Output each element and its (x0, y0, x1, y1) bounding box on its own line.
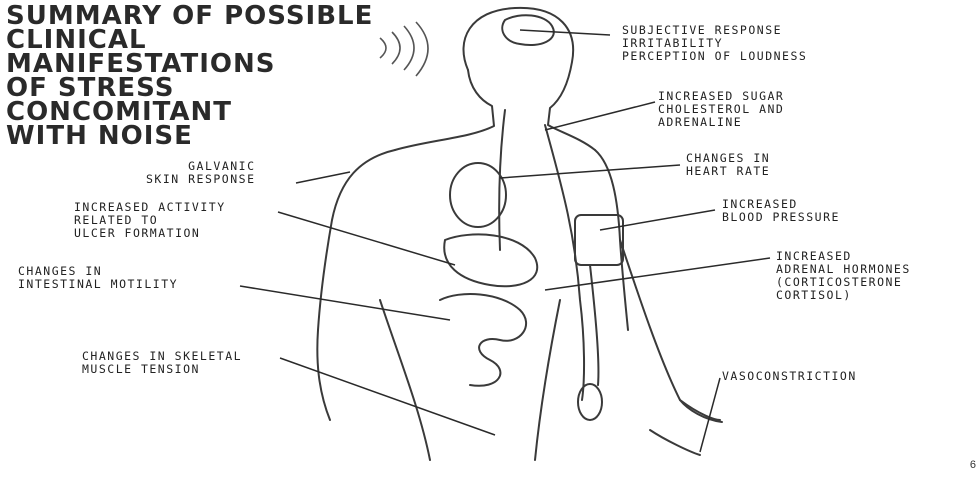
label-line: PERCEPTION OF LOUDNESS (622, 50, 807, 63)
label-heart-rate: CHANGES IN HEART RATE (686, 152, 770, 178)
label-increased-sugar: INCREASED SUGAR CHOLESTEROL AND ADRENALI… (658, 90, 784, 129)
label-line: SKIN RESPONSE (146, 173, 256, 186)
label-line: CORTISOL) (776, 289, 911, 302)
title-line: WITH NOISE (6, 124, 373, 148)
face-outline (395, 70, 494, 150)
blood-vessels (499, 110, 584, 400)
label-line: ADRENALINE (658, 116, 784, 129)
torso-outline (318, 150, 395, 330)
label-line: MUSCLE TENSION (82, 363, 242, 376)
label-subjective-response: SUBJECTIVE RESPONSE IRRITABILITY PERCEPT… (622, 24, 807, 63)
label-adrenal-hormones: INCREASED ADRENAL HORMONES (CORTICOSTERO… (776, 250, 911, 302)
label-vasoconstriction: VASOCONSTRICTION (722, 370, 857, 383)
label-skeletal-muscle-tension: CHANGES IN SKELETAL MUSCLE TENSION (82, 350, 242, 376)
label-line: INTESTINAL MOTILITY (18, 278, 178, 291)
label-blood-pressure: INCREASED BLOOD PRESSURE (722, 198, 840, 224)
label-line: VASOCONSTRICTION (722, 370, 857, 383)
label-galvanic-skin-response: GALVANIC SKIN RESPONSE (146, 160, 256, 186)
stomach (444, 234, 537, 286)
torso-lower (380, 300, 560, 460)
bp-bulb (578, 384, 602, 420)
label-line: ULCER FORMATION (74, 227, 226, 240)
page-number: 6 (970, 459, 976, 471)
bp-cuff (575, 215, 623, 265)
label-intestinal-motility: CHANGES IN INTESTINAL MOTILITY (18, 265, 178, 291)
head-outline (463, 8, 595, 150)
intestines (440, 294, 526, 386)
label-line: HEART RATE (686, 165, 770, 178)
heart (450, 163, 506, 227)
noise-waves (380, 22, 428, 76)
label-line: BLOOD PRESSURE (722, 211, 840, 224)
diagram-title: SUMMARY OF POSSIBLE CLINICAL MANIFESTATI… (6, 4, 373, 148)
label-ulcer-activity: INCREASED ACTIVITY RELATED TO ULCER FORM… (74, 201, 226, 240)
